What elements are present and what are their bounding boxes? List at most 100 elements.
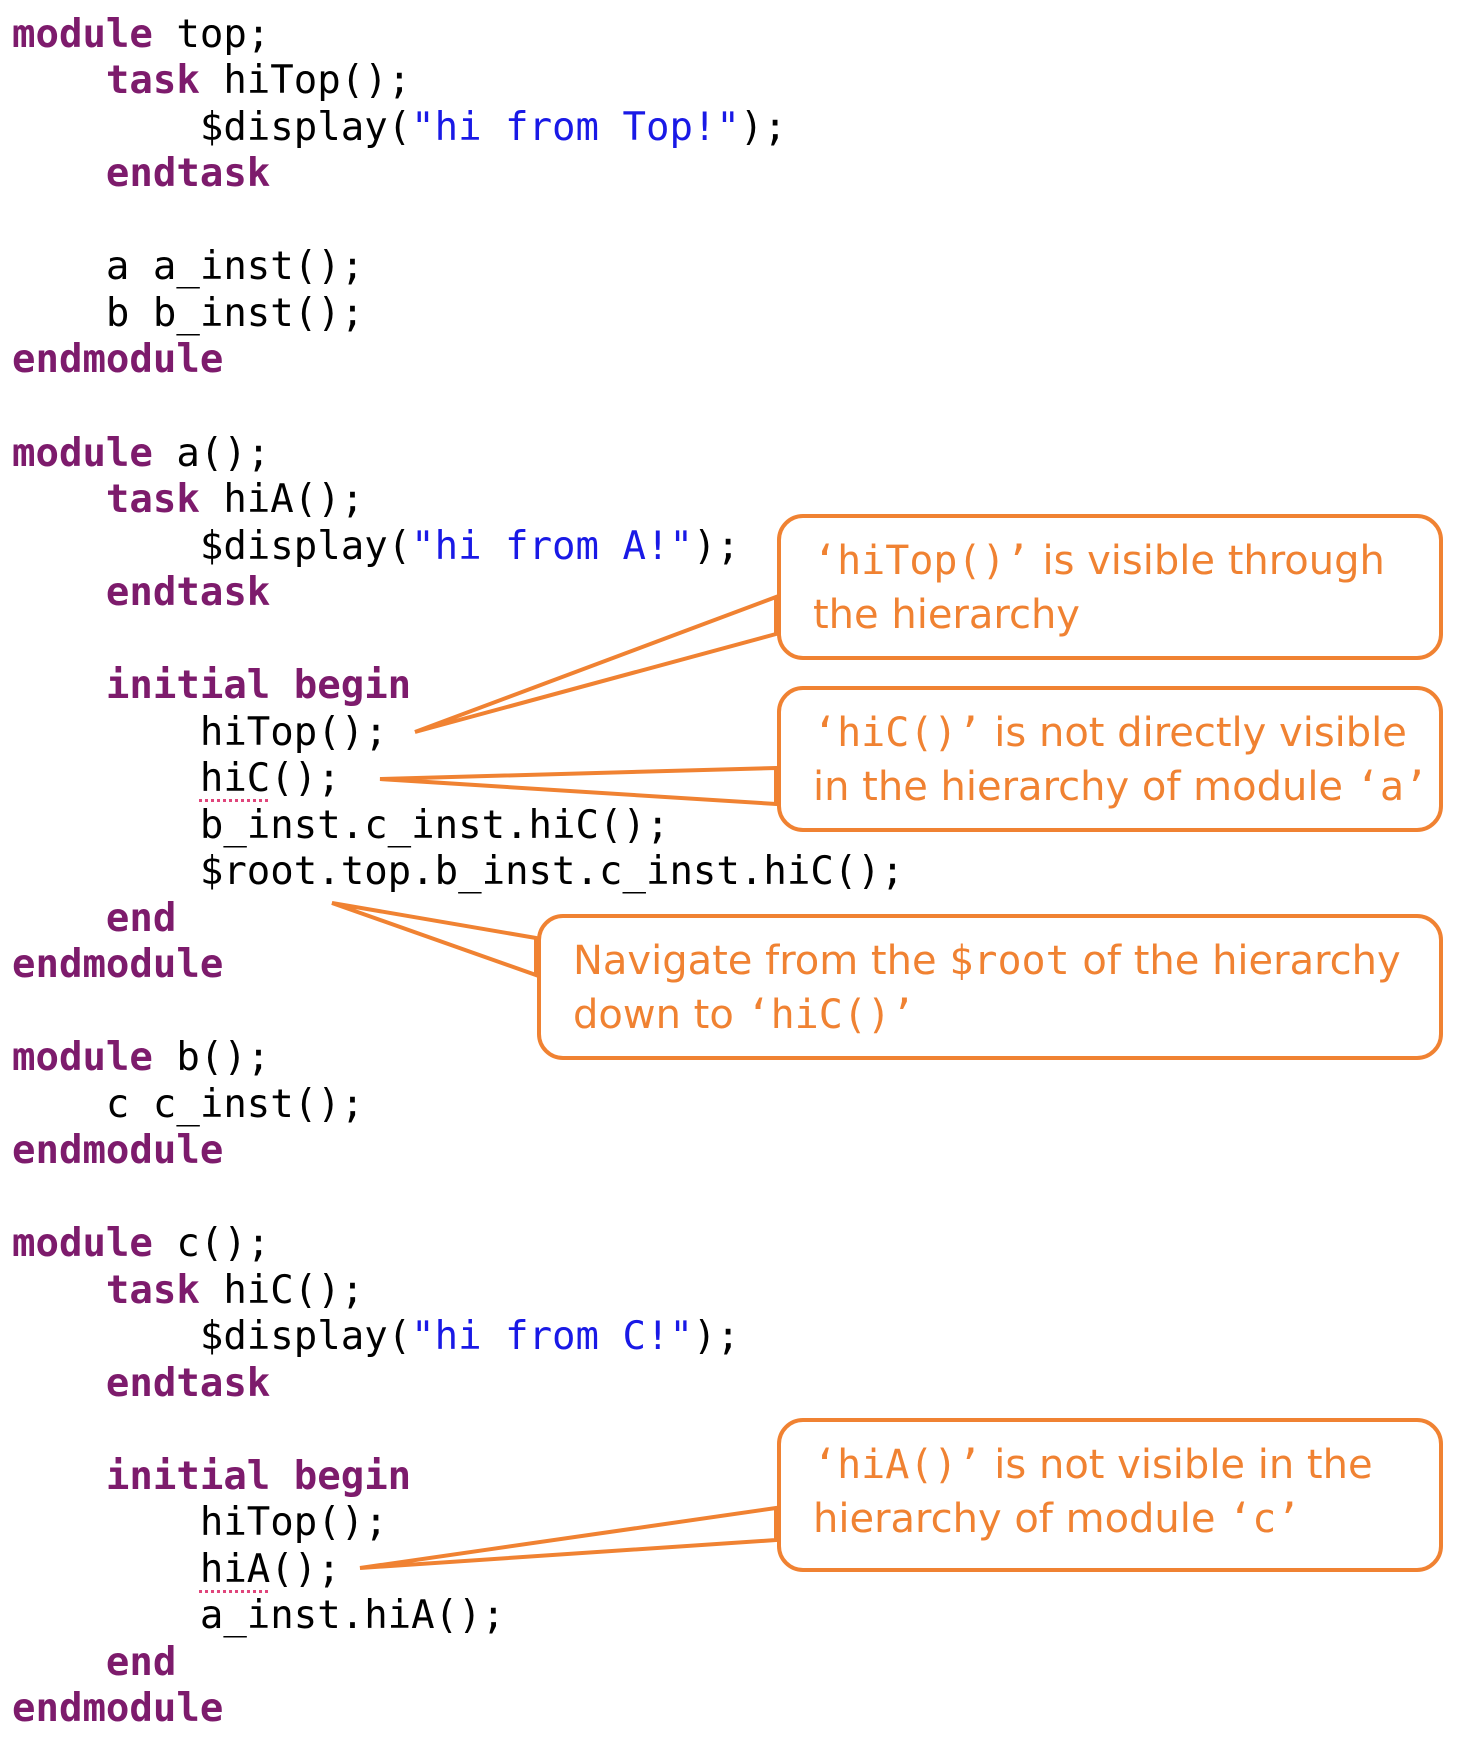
code-text: ); (739, 105, 787, 150)
code-line: module b(); (12, 1035, 270, 1081)
code-text: hiTop(); (199, 58, 412, 103)
code-text: a_inst.hiA(); (12, 1593, 506, 1638)
code-text: hiC(); (199, 1268, 365, 1313)
code-text: c(); (152, 1221, 271, 1266)
leader-callout-4 (359, 1505, 778, 1570)
leader-callout-1 (414, 594, 778, 734)
code-text: b_inst.c_inst.hiC(); (12, 803, 670, 848)
code-line: b b_inst(); (12, 291, 364, 337)
callout-line: ‘hiA()’ is not visible in the (813, 1438, 1419, 1492)
callout-hic-not-visible: ‘hiC()’ is not directly visible in the h… (777, 686, 1443, 832)
callout-code-ref: ‘a’ (1355, 764, 1429, 810)
code-keyword: end (105, 896, 177, 941)
code-line: task hiA(); (12, 477, 364, 523)
leader-callout-3 (331, 901, 538, 978)
callout-text: in the hierarchy of module (813, 764, 1356, 810)
code-line: task hiC(); (12, 1268, 364, 1314)
callout-text: Navigate from the (573, 938, 950, 984)
code-line: hiC(); (12, 756, 341, 802)
code-unresolved-identifier: hiC (199, 756, 271, 801)
callout-code-ref: ‘hiA()’ (813, 1442, 982, 1488)
callout-line: the hierarchy (813, 588, 1419, 642)
code-line: a_inst.hiA(); (12, 1593, 505, 1639)
code-line: b_inst.c_inst.hiC(); (12, 803, 670, 849)
code-string: "hi from C!" (411, 1314, 693, 1359)
code-text: b(); (152, 1035, 271, 1080)
code-string: "hi from A!" (411, 524, 693, 569)
code-line: $root.top.b_inst.c_inst.hiC(); (12, 849, 904, 895)
code-keyword: task (105, 58, 200, 103)
code-text: ); (692, 1314, 740, 1359)
code-text: (); (270, 756, 341, 801)
code-keyword: module (12, 12, 153, 57)
code-keyword: endtask (105, 151, 271, 196)
code-unresolved-identifier: hiA (199, 1547, 271, 1592)
code-keyword: endtask (105, 570, 271, 615)
callout-line: hierarchy of module ‘c’ (813, 1492, 1419, 1546)
code-keyword: endmodule (12, 1686, 224, 1731)
callout-line: ‘hiC()’ is not directly visible (813, 706, 1419, 760)
code-keyword: endmodule (12, 1128, 224, 1173)
callout-hia-not-visible: ‘hiA()’ is not visible in the hierarchy … (777, 1418, 1443, 1572)
callout-code-ref: ‘hiC()’ (813, 710, 982, 756)
callout-line: down to ‘hiC()’ (573, 988, 1419, 1042)
code-line: hiTop(); (12, 1500, 388, 1546)
callout-text: is visible through (1029, 538, 1385, 584)
code-text: hiTop(); (12, 710, 388, 755)
code-keyword: module (12, 1035, 153, 1080)
code-text: c c_inst(); (12, 1082, 365, 1127)
code-keyword: endmodule (12, 337, 224, 382)
callout-text: the hierarchy (813, 592, 1080, 638)
code-keyword: endmodule (12, 942, 224, 987)
code-keyword: endtask (105, 1361, 271, 1406)
code-keyword: module (12, 1221, 153, 1266)
callout-code-ref: ‘c’ (1228, 1496, 1301, 1542)
code-line: endmodule (12, 1128, 223, 1174)
code-text: (); (270, 1547, 341, 1592)
callout-hitop-visible: ‘hiTop()’ is visible through the hierarc… (777, 514, 1443, 660)
code-line: endmodule (12, 337, 223, 383)
code-text: top; (152, 12, 271, 57)
callout-code-ref: ‘hiC()’ (746, 992, 916, 1038)
callout-line: Navigate from the $root of the hierarchy (573, 934, 1419, 988)
code-line: end (12, 896, 176, 942)
code-line: initial begin (12, 1454, 411, 1500)
code-keyword: initial begin (105, 663, 412, 708)
callout-text: hierarchy of module (813, 1496, 1229, 1542)
code-line: end (12, 1640, 176, 1686)
callout-code-ref: $root (949, 938, 1070, 984)
code-text: $display( (12, 1314, 412, 1359)
code-line: $display("hi from C!"); (12, 1314, 740, 1360)
code-line: endtask (12, 151, 270, 197)
code-text: $display( (12, 105, 412, 150)
code-line: endtask (12, 570, 270, 616)
code-text: b b_inst(); (12, 291, 365, 336)
code-text: hiTop(); (12, 1500, 388, 1545)
code-line: $display("hi from A!"); (12, 524, 740, 570)
code-line: hiA(); (12, 1547, 341, 1593)
code-text: $root.top.b_inst.c_inst.hiC(); (12, 849, 905, 894)
code-text: $display( (12, 524, 412, 569)
callout-text: is not visible in the (981, 1442, 1373, 1488)
callout-line: in the hierarchy of module ‘a’ (813, 760, 1428, 814)
code-line: c c_inst(); (12, 1082, 364, 1128)
code-text: hiA(); (199, 477, 365, 522)
code-line: endmodule (12, 1686, 223, 1732)
callout-text: is not directly visible (981, 710, 1407, 756)
code-string: "hi from Top!" (411, 105, 740, 150)
code-line: task hiTop(); (12, 58, 411, 104)
code-keyword: task (105, 477, 200, 522)
code-line: initial begin (12, 663, 411, 709)
callout-line: ‘hiTop()’ is visible through (813, 534, 1419, 588)
code-text: a(); (152, 431, 271, 476)
code-text: ); (692, 524, 740, 569)
code-keyword: task (105, 1268, 200, 1313)
code-keyword: end (105, 1640, 177, 1685)
leader-callout-2 (379, 765, 778, 807)
callout-text: down to (573, 992, 747, 1038)
code-line: module a(); (12, 431, 270, 477)
code-line: a a_inst(); (12, 244, 364, 290)
code-text: a a_inst(); (12, 244, 365, 289)
code-line: endtask (12, 1361, 270, 1407)
